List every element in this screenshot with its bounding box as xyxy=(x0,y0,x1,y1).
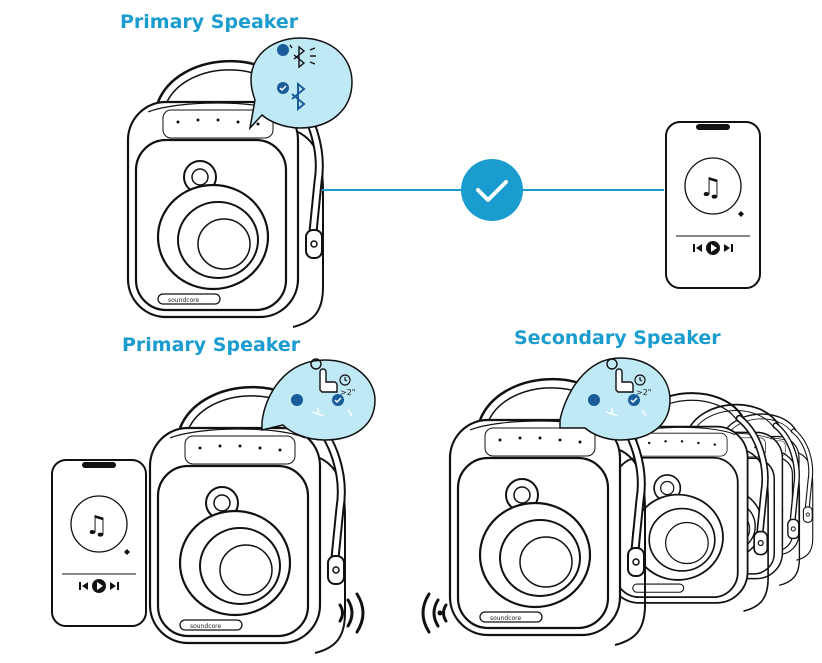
check-small-icon-3 xyxy=(628,394,640,406)
connected-indicator xyxy=(322,159,664,221)
speaker-brand-top: soundcore xyxy=(168,297,200,304)
wave-dot xyxy=(437,610,443,616)
bubble-bottom-left: >2" xyxy=(261,358,376,441)
check-small-icon-2 xyxy=(332,394,344,406)
hold-time-label-2: >2" xyxy=(636,388,651,397)
phone-top: ♫ xyxy=(665,121,761,289)
primary-speaker-label-bottom: Primary Speaker xyxy=(122,334,301,356)
bubble-top xyxy=(248,37,353,131)
clock-icon-2 xyxy=(634,374,646,386)
wave-icon-right xyxy=(421,592,448,634)
secondary-speaker-main: soundcore xyxy=(450,379,645,645)
check-small-icon xyxy=(277,82,289,94)
link-button-icon-2 xyxy=(588,394,600,406)
speaker-brand-bottom: soundcore xyxy=(190,623,222,630)
primary-speaker-top: soundcore xyxy=(128,61,323,327)
flash-light-icon-2 xyxy=(605,408,647,417)
bluetooth-icon xyxy=(291,81,306,112)
bluetooth-button-icon xyxy=(277,44,289,56)
wave-icon-left xyxy=(338,592,365,634)
music-note-icon: ♫ xyxy=(699,173,722,203)
primary-speaker-bottom: soundcore xyxy=(150,387,345,653)
hold-time-label: >2" xyxy=(340,388,355,397)
secondary-speaker-stack: soundcore xyxy=(450,379,813,645)
bluetooth-flashing-icon xyxy=(289,44,316,69)
secondary-speaker-label: Secondary Speaker xyxy=(514,327,721,349)
link-button-icon xyxy=(291,394,303,406)
flash-light-icon xyxy=(311,408,353,417)
clock-icon xyxy=(339,374,351,386)
primary-speaker-label-top: Primary Speaker xyxy=(120,11,299,33)
phone-bottom: ♫ xyxy=(51,459,147,627)
hand-press-icon xyxy=(310,358,338,393)
check-icon xyxy=(476,180,508,202)
hand-press-icon-2 xyxy=(606,358,634,393)
speaker-brand-secondary: soundcore xyxy=(490,615,522,622)
bubble-bottom-right: >2" xyxy=(559,357,671,441)
music-note-icon-2: ♫ xyxy=(85,511,108,541)
